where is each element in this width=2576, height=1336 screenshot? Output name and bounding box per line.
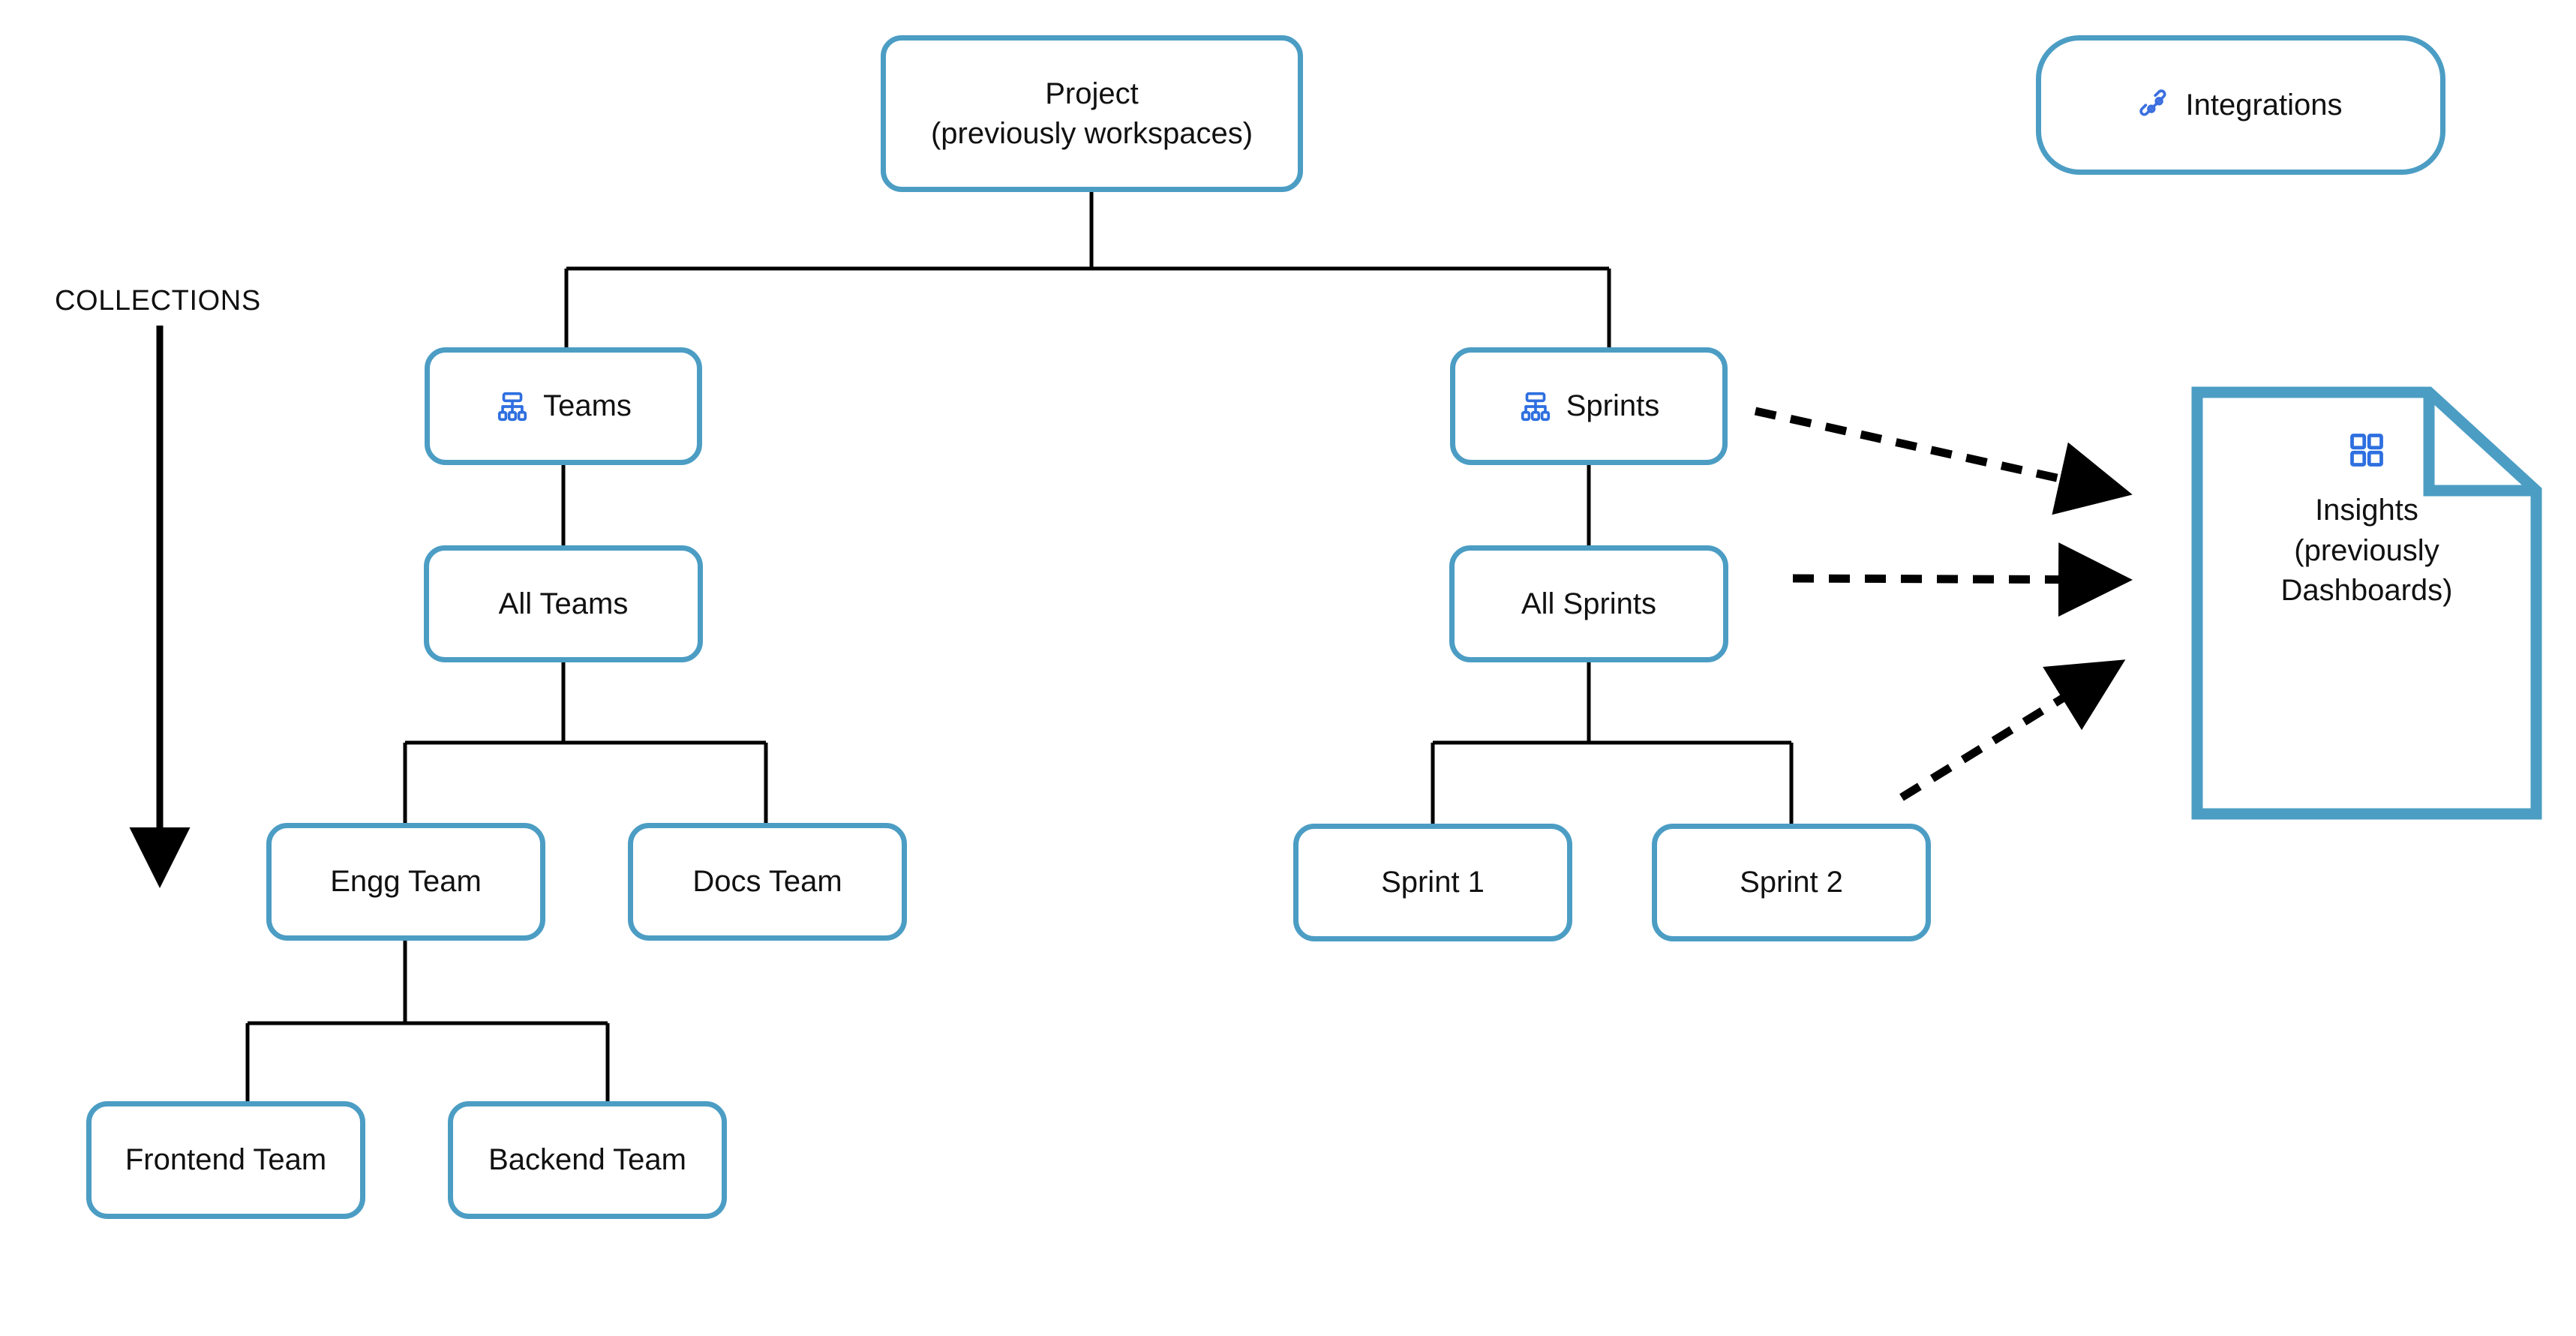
node-engg-team-label: Engg Team (330, 865, 482, 899)
node-teams-label: Teams (543, 389, 632, 423)
edge-all-sprints-to-insights (1792, 542, 2133, 617)
node-project[interactable]: Project (previously workspaces) (881, 35, 1303, 192)
org-hierarchy-icon (495, 389, 530, 424)
node-project-label: Project (previously workspaces) (930, 77, 1253, 150)
node-backend-team[interactable]: Backend Team (448, 1101, 727, 1219)
dashboard-grid-icon (2347, 431, 2386, 473)
node-sprint-2[interactable]: Sprint 2 (1652, 824, 1931, 941)
node-sprint-2-label: Sprint 2 (1740, 866, 1843, 899)
node-all-teams[interactable]: All Teams (424, 545, 703, 662)
plug-connector-icon (2139, 89, 2172, 122)
node-backend-team-label: Backend Team (488, 1143, 686, 1177)
collections-label: COLLECTIONS (55, 285, 261, 317)
node-all-sprints[interactable]: All Sprints (1449, 545, 1728, 662)
node-frontend-team-label: Frontend Team (125, 1143, 327, 1177)
edge-sprint2-to-insights (1899, 659, 2126, 801)
node-sprint-1-label: Sprint 1 (1381, 866, 1485, 899)
document-shape (2191, 386, 2542, 820)
node-docs-team-label: Docs Team (692, 865, 842, 899)
node-integrations[interactable]: Integrations (2036, 35, 2445, 175)
node-teams[interactable]: Teams (425, 347, 702, 465)
node-all-teams-label: All Teams (498, 587, 629, 620)
node-sprints[interactable]: Sprints (1450, 347, 1728, 465)
node-engg-team[interactable]: Engg Team (266, 823, 545, 941)
node-all-sprints-label: All Sprints (1521, 587, 1657, 620)
node-integrations-label: Integrations (2185, 88, 2343, 122)
node-docs-team[interactable]: Docs Team (628, 823, 907, 941)
node-insights[interactable]: Insights (previously Dashboards) (2190, 386, 2543, 821)
node-insights-label: Insights (previously Dashboards) (2280, 494, 2453, 608)
edge-all-teams-to-sub-teams (403, 662, 768, 823)
node-sprint-1[interactable]: Sprint 1 (1293, 824, 1572, 941)
node-frontend-team[interactable]: Frontend Team (86, 1101, 365, 1219)
edge-engg-team-to-sub-teams (245, 941, 610, 1101)
edge-project-to-children (564, 192, 1611, 347)
edge-all-sprints-to-sprints (1431, 662, 1794, 824)
node-sprints-label: Sprints (1566, 389, 1660, 423)
org-hierarchy-icon (1518, 389, 1553, 424)
edge-sprints-to-insights (1754, 407, 2133, 515)
